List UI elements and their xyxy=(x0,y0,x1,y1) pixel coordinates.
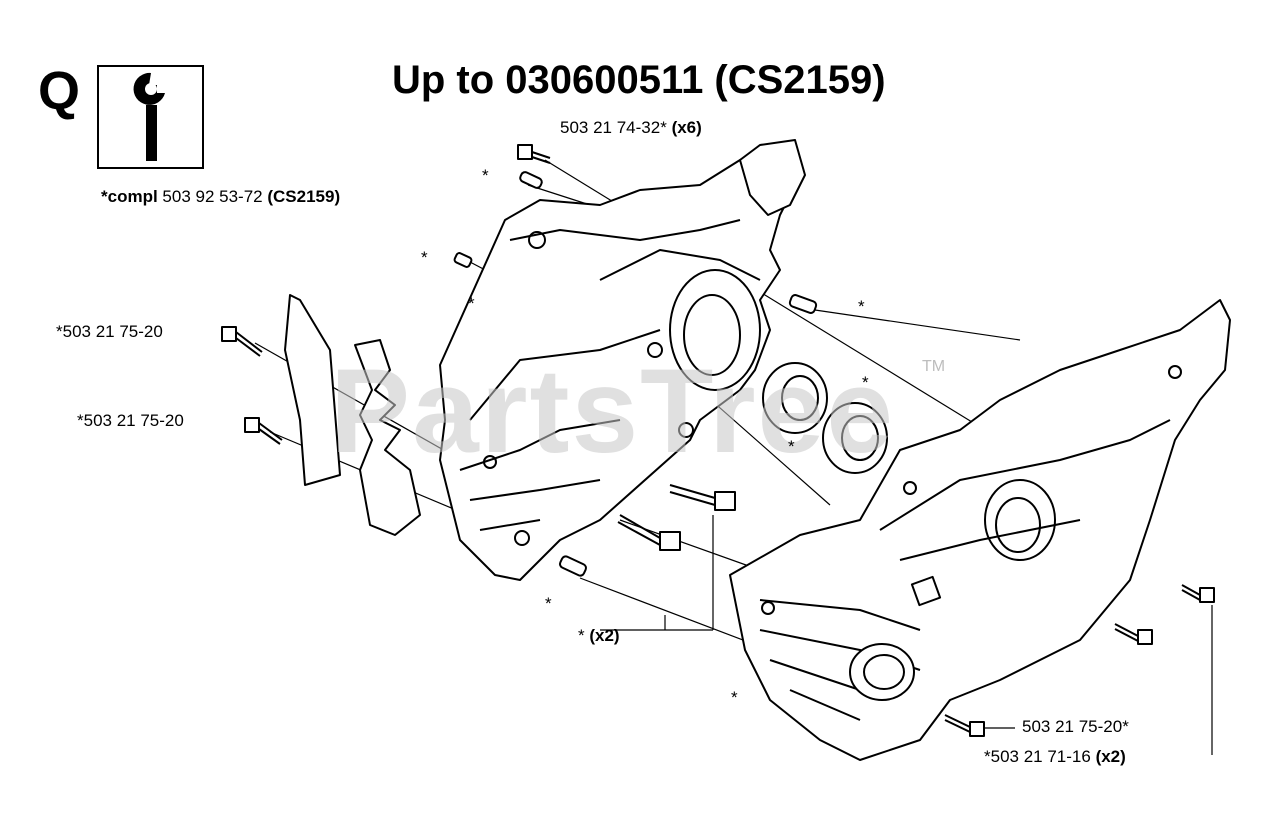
crankcase-half-left xyxy=(439,144,796,581)
page-title: Up to 030600511 (CS2159) xyxy=(392,58,886,102)
screw-top xyxy=(517,144,551,164)
label-star-h: * xyxy=(731,688,738,707)
label-top-bolt: 503 21 74-32* (x6) xyxy=(560,118,702,138)
watermark-tm: TM xyxy=(922,358,946,375)
screw-right-upper xyxy=(1181,584,1215,603)
muffler-baffle xyxy=(354,339,421,536)
info-wrench-icon xyxy=(133,72,165,161)
bearing-upper xyxy=(762,362,828,434)
label-top-bolt-part: 503 21 74-32* xyxy=(560,118,667,137)
guide-pin-a xyxy=(669,484,736,511)
label-star-a: * xyxy=(482,166,489,185)
screw-right-lower xyxy=(944,714,985,737)
label-pair-qty: (x2) xyxy=(589,626,620,645)
label-pair-part: * xyxy=(578,626,585,645)
side-plate-left xyxy=(284,294,341,486)
label-right-lower: *503 21 71-16 (x2) xyxy=(984,747,1126,767)
label-compl-prefix: *compl xyxy=(101,187,158,206)
pin-left xyxy=(453,252,473,268)
label-pair: * (x2) xyxy=(578,626,620,646)
label-compl-suffix: (CS2159) xyxy=(267,187,341,206)
screw-left-lower xyxy=(244,417,283,445)
label-star-c: * xyxy=(468,294,475,313)
label-right-lower-qty: (x2) xyxy=(1095,747,1126,766)
label-star-g: * xyxy=(545,594,552,613)
label-star-e: * xyxy=(862,373,869,392)
pin-bottom xyxy=(558,555,588,577)
label-star-f: * xyxy=(788,437,795,456)
label-right-upper: 503 21 75-20* xyxy=(1022,717,1129,736)
label-star-d: * xyxy=(858,297,865,316)
screw-left-upper xyxy=(221,326,263,357)
label-left-upper: *503 21 75-20 xyxy=(56,322,163,341)
label-compl-part: 503 92 53-72 xyxy=(162,187,263,206)
section-letter: Q xyxy=(38,61,81,121)
label-star-b: * xyxy=(421,248,428,267)
label-top-bolt-qty: (x6) xyxy=(671,118,702,137)
crankcase-half-right xyxy=(729,299,1231,761)
info-box xyxy=(97,65,204,169)
pin-top xyxy=(519,171,543,189)
guide-pin-b xyxy=(617,514,681,551)
label-right-lower-part: *503 21 71-16 xyxy=(984,747,1091,766)
pin-right xyxy=(788,294,818,314)
screw-right-mid xyxy=(1114,623,1153,645)
label-left-lower: *503 21 75-20 xyxy=(77,411,184,430)
bearing-lower xyxy=(822,402,888,474)
label-compl: *compl 503 92 53-72 (CS2159) xyxy=(101,187,340,207)
watermark: PartsTree xyxy=(330,344,896,478)
